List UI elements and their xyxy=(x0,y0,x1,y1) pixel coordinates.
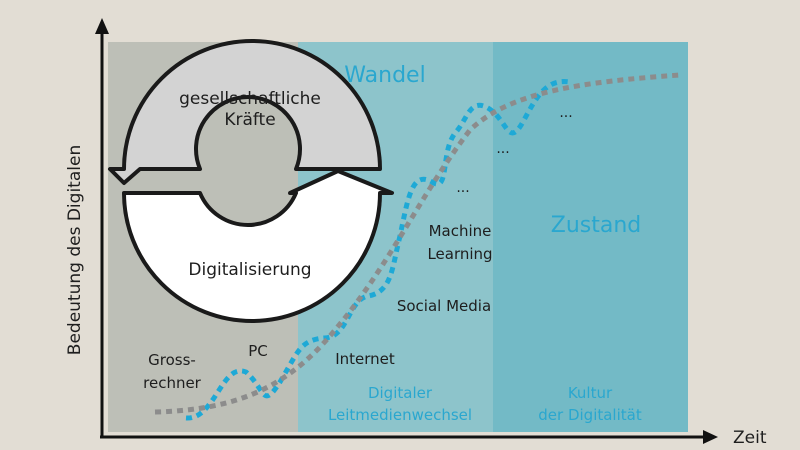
lower-arrow xyxy=(122,169,394,323)
milestone-internet: Internet xyxy=(335,350,395,368)
upper-arrow xyxy=(108,39,382,185)
milestone-pc: PC xyxy=(248,342,268,360)
y-axis-label: Bedeutung des Digitalen xyxy=(65,145,85,355)
milestone-grossrechner-1: Gross- xyxy=(148,351,196,369)
zone-label-digitaler-1: Digitaler xyxy=(368,384,433,402)
zone-label-kultur-2: der Digitalität xyxy=(538,406,642,424)
zone-zustand xyxy=(493,42,688,432)
zone-label-kultur-1: Kultur xyxy=(568,384,613,402)
milestone-social-media: Social Media xyxy=(397,297,491,315)
y-axis-arrowhead xyxy=(95,18,109,34)
wandel-title: Wandel xyxy=(344,63,425,88)
zustand-title: Zustand xyxy=(551,213,642,238)
milestone-ml-1: Machine xyxy=(429,222,492,240)
milestone-ellipsis-3: ... xyxy=(559,105,572,121)
cycle-arrows xyxy=(108,39,394,323)
milestone-grossrechner-2: rechner xyxy=(143,374,202,392)
cycle-upper-label-1: gesellschaftliche xyxy=(179,89,321,109)
milestone-ellipsis-2: ... xyxy=(496,141,509,157)
cycle-upper-label-2: Kräfte xyxy=(224,110,275,130)
x-axis-arrowhead xyxy=(703,430,718,444)
gray-dotted-s-curve xyxy=(154,72,681,415)
cycle-lower-label: Digitalisierung xyxy=(188,260,311,280)
zone-label-digitaler-2: Leitmedienwechsel xyxy=(328,406,472,424)
x-axis-label: Zeit xyxy=(733,428,767,448)
milestone-ml-2: Learning xyxy=(427,245,492,263)
milestone-ellipsis-1: ... xyxy=(456,180,469,196)
